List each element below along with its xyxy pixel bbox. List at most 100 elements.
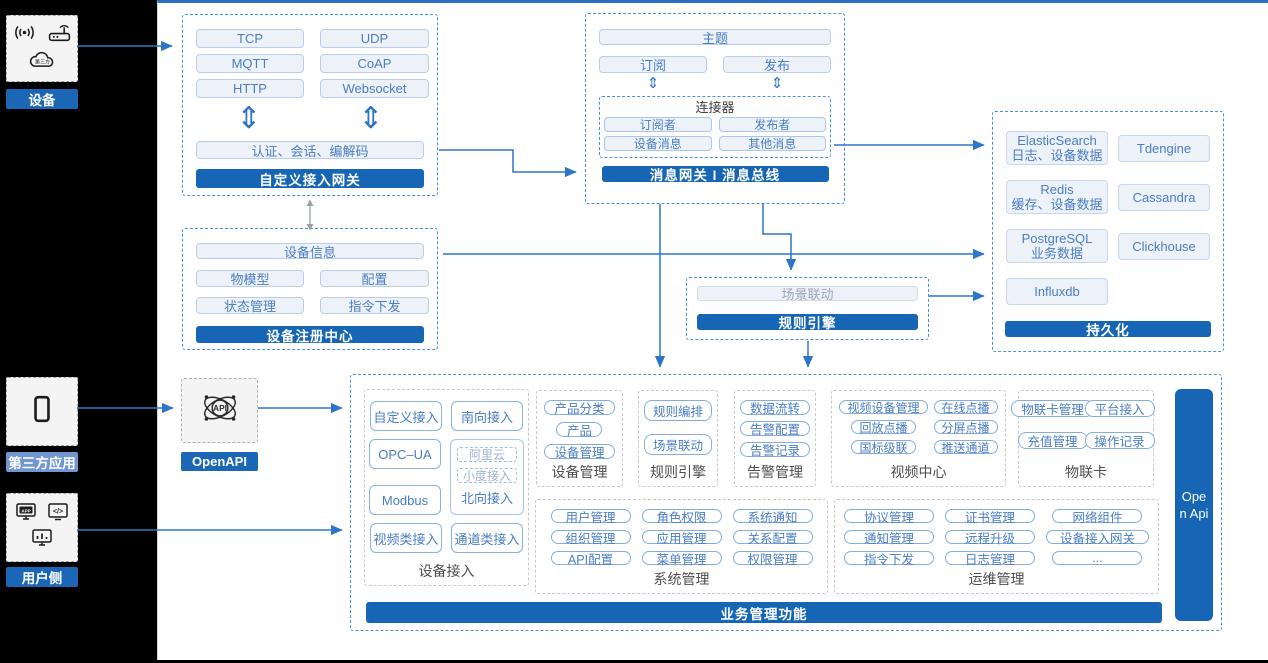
- registry-pill: 配置: [320, 270, 429, 287]
- feature-pill: 设备管理: [544, 444, 615, 460]
- feature-pill: 分屏点播: [933, 420, 998, 435]
- feature-pill: 操作记录: [1084, 432, 1155, 449]
- datastore-pill: Cassandra: [1118, 183, 1210, 211]
- registry-pill: 状态管理: [196, 297, 304, 314]
- feature-pill: 国标级联: [851, 440, 916, 455]
- device-access-label: 设备接入: [418, 563, 475, 579]
- app-icon-text: APP: [21, 508, 30, 513]
- feature-pill: 产品: [556, 422, 603, 438]
- protocol-pill: TCP: [196, 29, 304, 48]
- module-video-center: 视频设备管理在线点播回放点播 分屏点播国标级联 推送通道 视频中心: [831, 390, 1006, 487]
- feature-pill: 协议管理: [843, 509, 934, 525]
- module-label: 规则引擎: [650, 464, 706, 480]
- feature-pill: 应用管理: [641, 530, 722, 546]
- feature-pill: 数据流转: [739, 400, 810, 416]
- module-label: 系统管理: [653, 571, 710, 587]
- protocol-pill: Websocket: [320, 79, 429, 98]
- access-pill: 南向接入: [451, 401, 523, 431]
- protocol-pill: CoAP: [320, 54, 429, 73]
- module-rule-engine: 规则编排场景联动 规则引擎: [638, 390, 718, 487]
- device-info-pill: 设备信息: [196, 243, 424, 260]
- feature-pill: 场景联动: [643, 434, 712, 455]
- feature-pill: 回放点播: [851, 420, 916, 435]
- feature-pill: 用户管理: [550, 509, 631, 525]
- topic-pill: 主题: [599, 29, 831, 46]
- app-icon: APP: [15, 502, 37, 527]
- feature-pill: 推送通道: [933, 440, 998, 455]
- protocol-pill: HTTP: [196, 79, 304, 98]
- code-window-icon: </>: [47, 502, 69, 527]
- northbound-label: 北向接入: [460, 490, 513, 506]
- dashboard-chart-icon: [31, 528, 53, 553]
- open-api-vertical-bar: Open Api: [1175, 389, 1213, 621]
- feature-pill: 菜单管理: [641, 551, 722, 567]
- module-label: 视频中心: [890, 464, 947, 480]
- feature-pill: 网络组件: [1052, 509, 1143, 525]
- feature-pill: 系统通知: [732, 509, 813, 525]
- feature-pill: 日志管理: [944, 551, 1035, 567]
- module-iot-card: 物联卡管理平台接入充值管理操作记录 物联卡: [1011, 390, 1155, 487]
- northbound-access-group: 阿里云 小度接入 北向接入: [450, 439, 524, 515]
- device-access-section: 自定义接入 南向接入 OPC–UA Modbus 阿里云 小度接入 北向接入 视…: [364, 389, 529, 586]
- feature-pill: 组织管理: [550, 530, 631, 546]
- feature-pill: 角色权限: [641, 509, 722, 525]
- third-party-app-box: [6, 377, 78, 446]
- feature-pill: 告警记录: [739, 442, 810, 458]
- rule-engine-title-bar: 规则引擎: [697, 314, 918, 331]
- module-label: 物联卡: [1065, 464, 1107, 480]
- feature-pill: 指令下发: [843, 551, 934, 567]
- device-registry-box: 设备信息 物模型配置状态管理指令下发 设备注册中心: [182, 228, 438, 350]
- access-pill: 视频类接入: [370, 523, 442, 553]
- module-alarm-management: 数据流转告警配置告警记录 告警管理: [734, 390, 816, 487]
- access-pill: OPC–UA: [369, 439, 441, 469]
- datastore-pill: Tdengine: [1118, 134, 1210, 162]
- feature-pill: 平台接入: [1084, 400, 1155, 417]
- module-label: 运维管理: [968, 571, 1025, 587]
- access-pill: 自定义接入: [370, 401, 442, 431]
- openapi-label: OpenAPI: [181, 452, 258, 471]
- module-device-management: 产品分类产品设备管理 设备管理: [536, 390, 623, 487]
- connector-pill: 订阅者: [604, 117, 712, 132]
- module-label: 设备管理: [551, 464, 608, 480]
- device-registry-title-bar: 设备注册中心: [196, 326, 424, 344]
- updown-arrow-icon: ⇕: [770, 75, 784, 92]
- feature-pill: 视频设备管理: [839, 400, 928, 415]
- feature-pill: 产品分类: [544, 400, 615, 416]
- module-ops-management: 协议管理证书管理网络组件通知管理远程升级设备接入网关指令下发日志管理... 运维…: [834, 499, 1159, 594]
- router-icon: [47, 23, 72, 47]
- connector-pill: 设备消息: [604, 136, 712, 151]
- third-party-cloud-icon: 第三方: [26, 48, 59, 75]
- north-dashed-pill: 小度接入: [457, 467, 517, 483]
- feature-pill: 通知管理: [843, 530, 934, 546]
- feature-pill: 权限管理: [732, 551, 813, 567]
- updown-arrow-icon: ⇕: [358, 102, 384, 135]
- custom-gateway-title-bar: 自定义接入网关: [196, 169, 424, 188]
- feature-pill: 证书管理: [944, 509, 1035, 525]
- feature-pill: 充值管理: [1017, 432, 1088, 449]
- subscribe-pill: 订阅: [599, 56, 707, 73]
- feature-pill: 规则编排: [643, 400, 712, 421]
- feature-pill: 在线点播: [933, 400, 998, 415]
- connector-pill: 其他消息: [718, 136, 826, 151]
- signal-icon: [12, 23, 37, 47]
- device-label: 设备: [6, 89, 78, 109]
- connector-pill: 发布者: [718, 117, 826, 132]
- persistence-title-bar: 持久化: [1005, 321, 1211, 338]
- business-functions-bar: 业务管理功能: [366, 602, 1162, 623]
- datastore-pill: Influxdb: [1006, 278, 1108, 305]
- third-party-app-label: 第三方应用: [6, 452, 78, 472]
- device-sources-box: 第三方: [6, 15, 78, 82]
- north-dashed-pill: 阿里云: [457, 447, 517, 463]
- access-pill: 通道类接入: [451, 523, 523, 553]
- datastore-pill: Clickhouse: [1118, 232, 1210, 260]
- feature-pill: ...: [1052, 551, 1143, 565]
- message-gateway-title-bar: 消息网关 I 消息总线: [601, 166, 829, 183]
- updown-arrow-icon: ⇕: [646, 75, 660, 92]
